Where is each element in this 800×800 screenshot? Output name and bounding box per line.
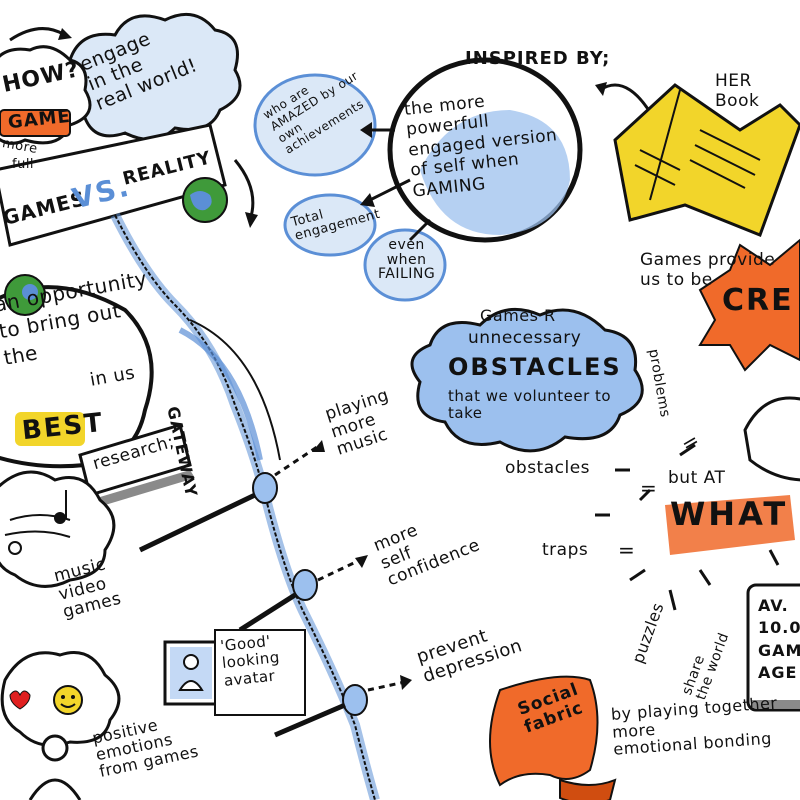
stats-card <box>746 583 800 712</box>
person-icon <box>28 734 82 800</box>
left-connectors <box>138 492 346 738</box>
inspired-arrows <box>360 122 432 242</box>
obstacles-cloud <box>410 307 644 453</box>
what-highlight <box>665 495 795 555</box>
what-bubble <box>743 396 800 482</box>
obstacles-big-text: OBSTACLES <box>448 353 622 381</box>
traps-text: traps <box>542 540 589 560</box>
inspired-center: the more powerfull engaged version of se… <box>403 91 559 202</box>
full-text: full <box>12 157 35 172</box>
cre-text: CRE <box>722 283 794 318</box>
globe-icon-left <box>4 274 46 316</box>
inspired-circle <box>387 57 583 243</box>
banner-arrow <box>233 159 258 228</box>
amazed-bubble <box>253 73 377 177</box>
games-r-text: Games R <box>480 306 556 325</box>
banner-box <box>0 123 227 247</box>
globe-icon <box>182 177 228 223</box>
music-cloud <box>0 470 116 588</box>
book-icon <box>613 83 800 237</box>
provide-text: Games provide us to be <box>640 250 776 291</box>
playing-together-text: by playing together more emotional bondi… <box>610 693 779 759</box>
failing-bubble <box>363 228 447 302</box>
eq-3: = <box>640 476 658 500</box>
obstacles-dashes <box>595 443 780 611</box>
inspired-title: INSPIRED BY; <box>465 48 611 69</box>
outcome-arrows <box>274 440 412 692</box>
what-text: WHAT <box>670 495 789 533</box>
avatar-card <box>214 629 306 716</box>
emotion-cloud <box>0 651 121 747</box>
stats-text: AV. 10.0 GAM AGE <box>758 596 800 683</box>
book-label: HER Book <box>715 71 760 111</box>
obstacles-small-text: obstacles <box>505 458 591 478</box>
avatar-frame <box>163 640 219 706</box>
but-at-text: but AT <box>668 468 726 488</box>
avatar-text: 'Good' looking avatar <box>219 631 281 690</box>
cre-burst <box>698 238 800 372</box>
gateway-nodes <box>252 472 368 716</box>
unnecessary-text: unnecessary <box>468 328 582 348</box>
total-bubble <box>283 193 377 257</box>
game-highlight <box>0 109 71 137</box>
volunteer-text: that we volunteer to take <box>448 387 612 422</box>
failing-text: even when FAILING <box>378 237 436 283</box>
best-highlight <box>15 412 85 446</box>
curve-arrow-top <box>9 27 72 42</box>
eq-1: = <box>618 538 636 562</box>
social-fabric-scroll <box>489 675 617 800</box>
